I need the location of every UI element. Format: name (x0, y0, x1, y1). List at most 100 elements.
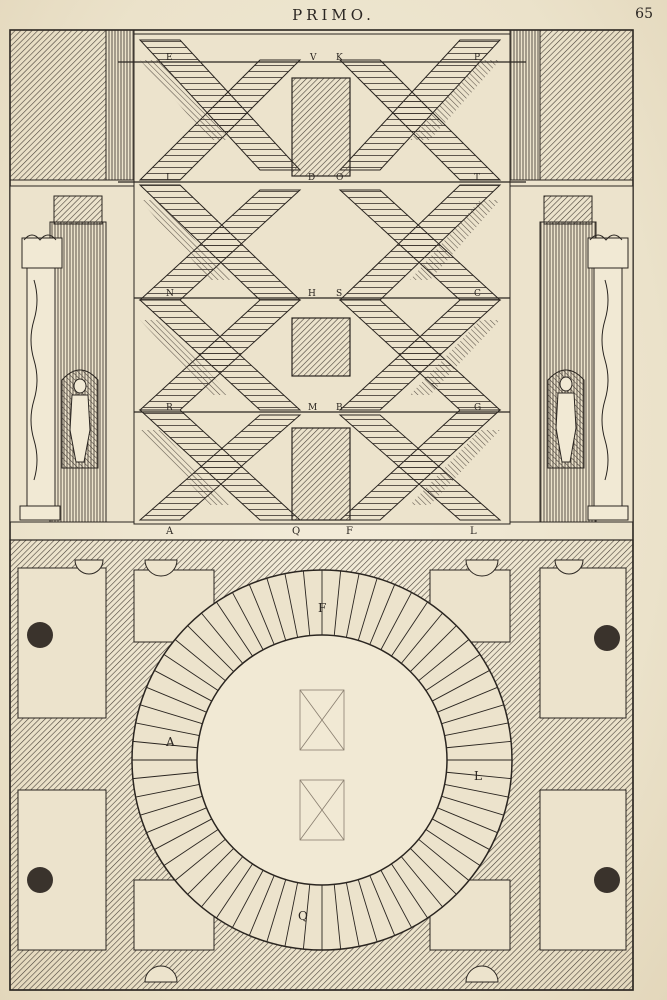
right-upper-wall (539, 29, 634, 181)
stair-tread (418, 639, 470, 682)
right-statue-niche (547, 369, 585, 469)
label-v: V (309, 53, 317, 63)
label-r: R (166, 403, 173, 413)
label-g: G (474, 403, 481, 413)
stair-tread (302, 570, 311, 636)
plan-column-sw (27, 867, 53, 893)
stair-tread (400, 612, 443, 664)
plan-labels: F A L Q (165, 601, 482, 923)
stair-tread (187, 848, 234, 895)
stair-tread (248, 875, 275, 936)
core-block-2 (291, 317, 351, 377)
base-labels: A Q F L (165, 526, 477, 537)
elevation-labels: E V K P I D O T N H S C R M B G (166, 53, 481, 413)
label-s: S (336, 289, 342, 299)
stair-tread (333, 884, 342, 950)
label-c: C (474, 289, 481, 299)
label-base-q: Q (292, 526, 300, 537)
stair-tread (410, 848, 457, 895)
stair-tread (357, 879, 378, 942)
stair-tread (444, 722, 509, 737)
stair-tread (410, 625, 457, 672)
stair-tread (135, 722, 200, 737)
stair-tread (154, 818, 212, 850)
stair-tread (132, 771, 198, 780)
stair-tread (345, 882, 360, 947)
label-t: T (474, 173, 480, 183)
label-base-a: A (165, 526, 174, 537)
label-n: N (166, 289, 174, 299)
stair-tread (380, 870, 412, 928)
stair-tread (302, 884, 311, 950)
left-column (19, 234, 63, 521)
label-k: K (336, 53, 343, 63)
page-number: 65 (635, 6, 653, 22)
stair-tread (425, 829, 481, 866)
stair-tread (400, 856, 443, 908)
label-base-l: L (470, 526, 477, 537)
stair-tread (380, 592, 412, 650)
stair-tread (425, 654, 481, 691)
stair-tread (441, 795, 504, 816)
stair-tread (232, 870, 264, 928)
core-block-3 (291, 427, 351, 521)
page-header: PRIMO. 65 (0, 0, 667, 34)
label-base-f: F (346, 526, 353, 537)
stair-tread (369, 875, 396, 936)
label-h: H (308, 289, 316, 299)
left-upper-wall (9, 29, 107, 181)
stair-tread (201, 856, 244, 908)
plan-label-a: A (165, 735, 175, 749)
right-pier (539, 221, 597, 523)
stair-tread (216, 601, 253, 657)
left-pilaster (105, 29, 135, 181)
label-p: P (474, 53, 480, 63)
running-head: PRIMO. (292, 6, 375, 24)
label-i: I (166, 173, 170, 183)
stair-tread (154, 670, 212, 702)
left-statue-niche (61, 369, 99, 469)
plan-label-f: F (318, 601, 326, 615)
stair-tread (333, 570, 342, 636)
label-b: B (336, 403, 343, 413)
stair-tread (266, 879, 287, 942)
stair-tread (437, 807, 498, 834)
stair-tread (174, 639, 226, 682)
plan-label-l: L (474, 769, 482, 783)
stair-tread (391, 863, 428, 919)
stair-tread (432, 818, 490, 850)
staircase-elevation: E V K P I D O T N H S C R M B G A Q F (9, 29, 634, 537)
label-o: O (336, 173, 343, 183)
core-block-1 (291, 77, 351, 177)
stair-tread (163, 829, 219, 866)
stair-tread (146, 807, 207, 834)
stair-tread (446, 740, 512, 749)
plan-room-sw (17, 789, 107, 951)
stair-tread (146, 686, 207, 713)
stair-tread (266, 578, 287, 641)
plan-stair-treads (132, 570, 512, 950)
stair-tread (216, 863, 253, 919)
stair-tread (441, 704, 504, 725)
plan-label-q: Q (298, 909, 308, 923)
stair-tread (163, 654, 219, 691)
label-d: D (308, 173, 315, 183)
stair-tread (174, 838, 226, 881)
stair-tread (140, 795, 203, 816)
stair-tread (187, 625, 234, 672)
stair-tread (248, 584, 275, 645)
stair-tread (369, 584, 396, 645)
label-e: E (166, 53, 173, 63)
stair-tread (391, 601, 428, 657)
staircase-plan: F A L Q (9, 539, 634, 991)
stair-tread (418, 838, 470, 881)
stair-tread (446, 771, 512, 780)
right-column (587, 234, 629, 521)
plan-column-ne (594, 625, 620, 651)
stair-tread (345, 573, 360, 638)
plan-column-nw (27, 622, 53, 648)
stair-tread (201, 612, 244, 664)
stair-tread (132, 740, 198, 749)
